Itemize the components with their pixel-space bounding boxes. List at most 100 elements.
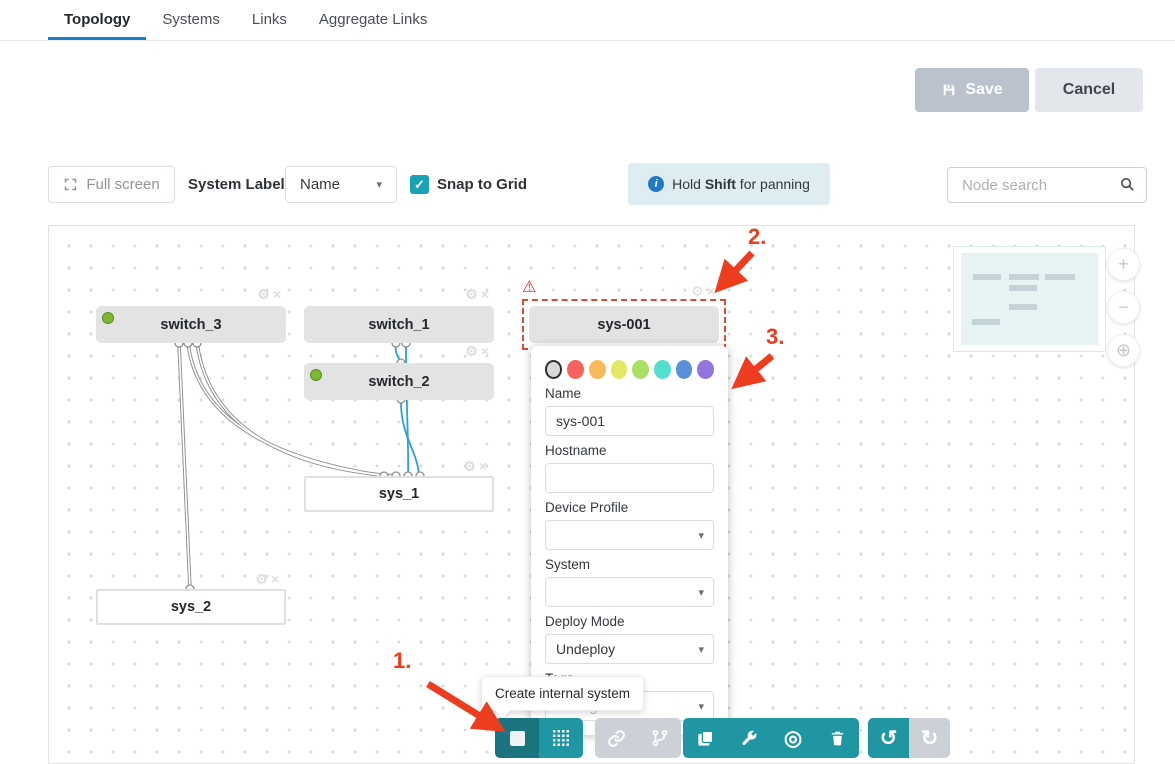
node-search-input[interactable] xyxy=(947,167,1147,203)
tab-topology[interactable]: Topology xyxy=(48,0,147,40)
zoom-fit-button[interactable]: ⊕ xyxy=(1107,334,1140,367)
close-icon: × xyxy=(270,571,282,587)
zoom-controls: + − ⊕ xyxy=(1107,248,1140,367)
node-label: sys_1 xyxy=(378,486,420,502)
status-dot xyxy=(102,312,114,324)
color-swatches xyxy=(545,360,714,379)
full-screen-button[interactable]: Full screen xyxy=(48,166,175,203)
node-label: switch_2 xyxy=(368,373,430,390)
color-swatch[interactable] xyxy=(610,360,628,379)
toolbar-group-edit: ◎ xyxy=(683,718,859,758)
color-swatch[interactable] xyxy=(653,360,671,379)
link-icon xyxy=(608,729,625,747)
crosshair-icon: ⊕ xyxy=(1115,340,1132,360)
toolbar-group-create xyxy=(495,718,583,758)
node-actions[interactable]: ⚙× xyxy=(465,343,492,360)
node-actions[interactable]: ⚙× xyxy=(257,286,284,303)
node-sys-1[interactable]: sys_1 ⚙× xyxy=(304,458,494,512)
duplicate-button[interactable] xyxy=(683,718,727,758)
cancel-button[interactable]: Cancel xyxy=(1035,68,1143,112)
node-label: sys-001 xyxy=(597,316,651,333)
close-icon: × xyxy=(272,286,284,302)
close-icon: × xyxy=(480,286,492,302)
node-label: switch_1 xyxy=(368,316,430,333)
properties-button[interactable] xyxy=(727,718,771,758)
node-label: switch_3 xyxy=(160,316,222,333)
device-profile-label: Device Profile xyxy=(545,500,629,515)
node-actions[interactable]: ⚙× xyxy=(255,571,282,588)
node-label: sys_2 xyxy=(170,599,212,615)
create-external-system-button[interactable] xyxy=(539,718,583,758)
chevron-down-icon: ▾ xyxy=(698,529,704,542)
undo-icon: ↺ xyxy=(879,726,898,750)
system-label: System xyxy=(545,557,591,572)
tab-aggregate-links[interactable]: Aggregate Links xyxy=(318,11,428,28)
dotted-square-icon xyxy=(552,729,570,747)
node-actions[interactable]: ⚙× xyxy=(463,458,490,475)
create-aggregate-link-button[interactable] xyxy=(638,718,681,758)
gear-icon: ⚙ xyxy=(691,283,707,299)
minus-icon: − xyxy=(1118,297,1129,317)
redo-button[interactable]: ↻ xyxy=(909,718,950,758)
tab-systems[interactable]: Systems xyxy=(162,11,220,28)
branch-icon xyxy=(652,729,667,747)
device-profile-select[interactable]: ▾ xyxy=(545,520,714,550)
node-switch-1[interactable]: switch_1 ⚙× xyxy=(304,286,494,343)
delete-button[interactable] xyxy=(815,718,859,758)
name-field[interactable] xyxy=(545,406,714,436)
info-icon: i xyxy=(648,176,665,192)
plus-icon: + xyxy=(1118,254,1129,274)
zoom-in-button[interactable]: + xyxy=(1107,248,1140,281)
color-swatch[interactable] xyxy=(545,360,563,379)
toolbar-group-history: ↺ ↻ xyxy=(868,718,950,758)
topology-canvas[interactable]: switch_3 ⚙× switch_1 ⚙× switch_2 ⚙× sys_… xyxy=(48,225,1140,764)
minimap[interactable] xyxy=(953,246,1106,352)
color-swatch[interactable] xyxy=(632,360,649,379)
status-dot xyxy=(310,369,322,381)
deploy-mode-value: Undeploy xyxy=(556,641,616,657)
color-swatch[interactable] xyxy=(697,360,714,379)
toolbar-group-links xyxy=(595,718,681,758)
system-select[interactable]: ▾ xyxy=(545,577,714,607)
undo-button[interactable]: ↺ xyxy=(868,718,909,758)
close-icon: × xyxy=(706,283,718,299)
chevron-down-icon: ▾ xyxy=(698,586,704,599)
snap-to-grid-checkbox[interactable]: ✓ xyxy=(410,175,429,194)
node-properties-popover: Name Hostname Device Profile ▾ System ▾ … xyxy=(531,346,728,735)
node-actions[interactable]: ⚙× xyxy=(465,286,492,303)
system-label-caption: System Label xyxy=(188,176,285,193)
save-icon xyxy=(943,84,955,96)
node-switch-2[interactable]: switch_2 ⚙× xyxy=(304,343,494,400)
color-swatch[interactable] xyxy=(675,360,693,379)
node-sys-2[interactable]: sys_2 ⚙× xyxy=(96,571,286,625)
hostname-label: Hostname xyxy=(545,443,607,458)
color-swatch[interactable] xyxy=(588,360,606,379)
node-actions[interactable]: ⚙× xyxy=(691,283,718,300)
hostname-field[interactable] xyxy=(545,463,714,493)
zoom-out-button[interactable]: − xyxy=(1107,291,1140,324)
warning-icon: ⚠ xyxy=(522,279,537,296)
node-sys-001-selection: ⚠ sys-001 ⚙× xyxy=(522,279,726,350)
snap-to-grid-label: Snap to Grid xyxy=(437,176,527,193)
name-label: Name xyxy=(545,386,582,401)
wrench-icon xyxy=(742,730,757,745)
node-sys-001[interactable]: sys-001 xyxy=(529,306,719,343)
create-internal-system-button[interactable] xyxy=(495,718,539,758)
create-link-button[interactable] xyxy=(595,718,638,758)
save-button[interactable]: Save xyxy=(915,68,1029,112)
solid-square-icon xyxy=(509,730,525,746)
gear-icon: ⚙ xyxy=(465,286,481,302)
full-screen-label: Full screen xyxy=(86,176,160,193)
tab-links[interactable]: Links xyxy=(251,11,287,28)
minimap-viewport xyxy=(961,253,1098,345)
target-icon: ◎ xyxy=(783,726,803,750)
color-swatch[interactable] xyxy=(567,360,584,379)
node-switch-3[interactable]: switch_3 ⚙× xyxy=(96,286,286,343)
close-icon: × xyxy=(480,343,492,359)
create-internal-system-tooltip: Create internal system xyxy=(481,676,645,711)
deploy-mode-label: Deploy Mode xyxy=(545,614,625,629)
focus-button[interactable]: ◎ xyxy=(771,718,815,758)
deploy-mode-select[interactable]: Undeploy ▾ xyxy=(545,634,714,664)
system-label-select[interactable]: Name ▾ xyxy=(285,166,397,203)
